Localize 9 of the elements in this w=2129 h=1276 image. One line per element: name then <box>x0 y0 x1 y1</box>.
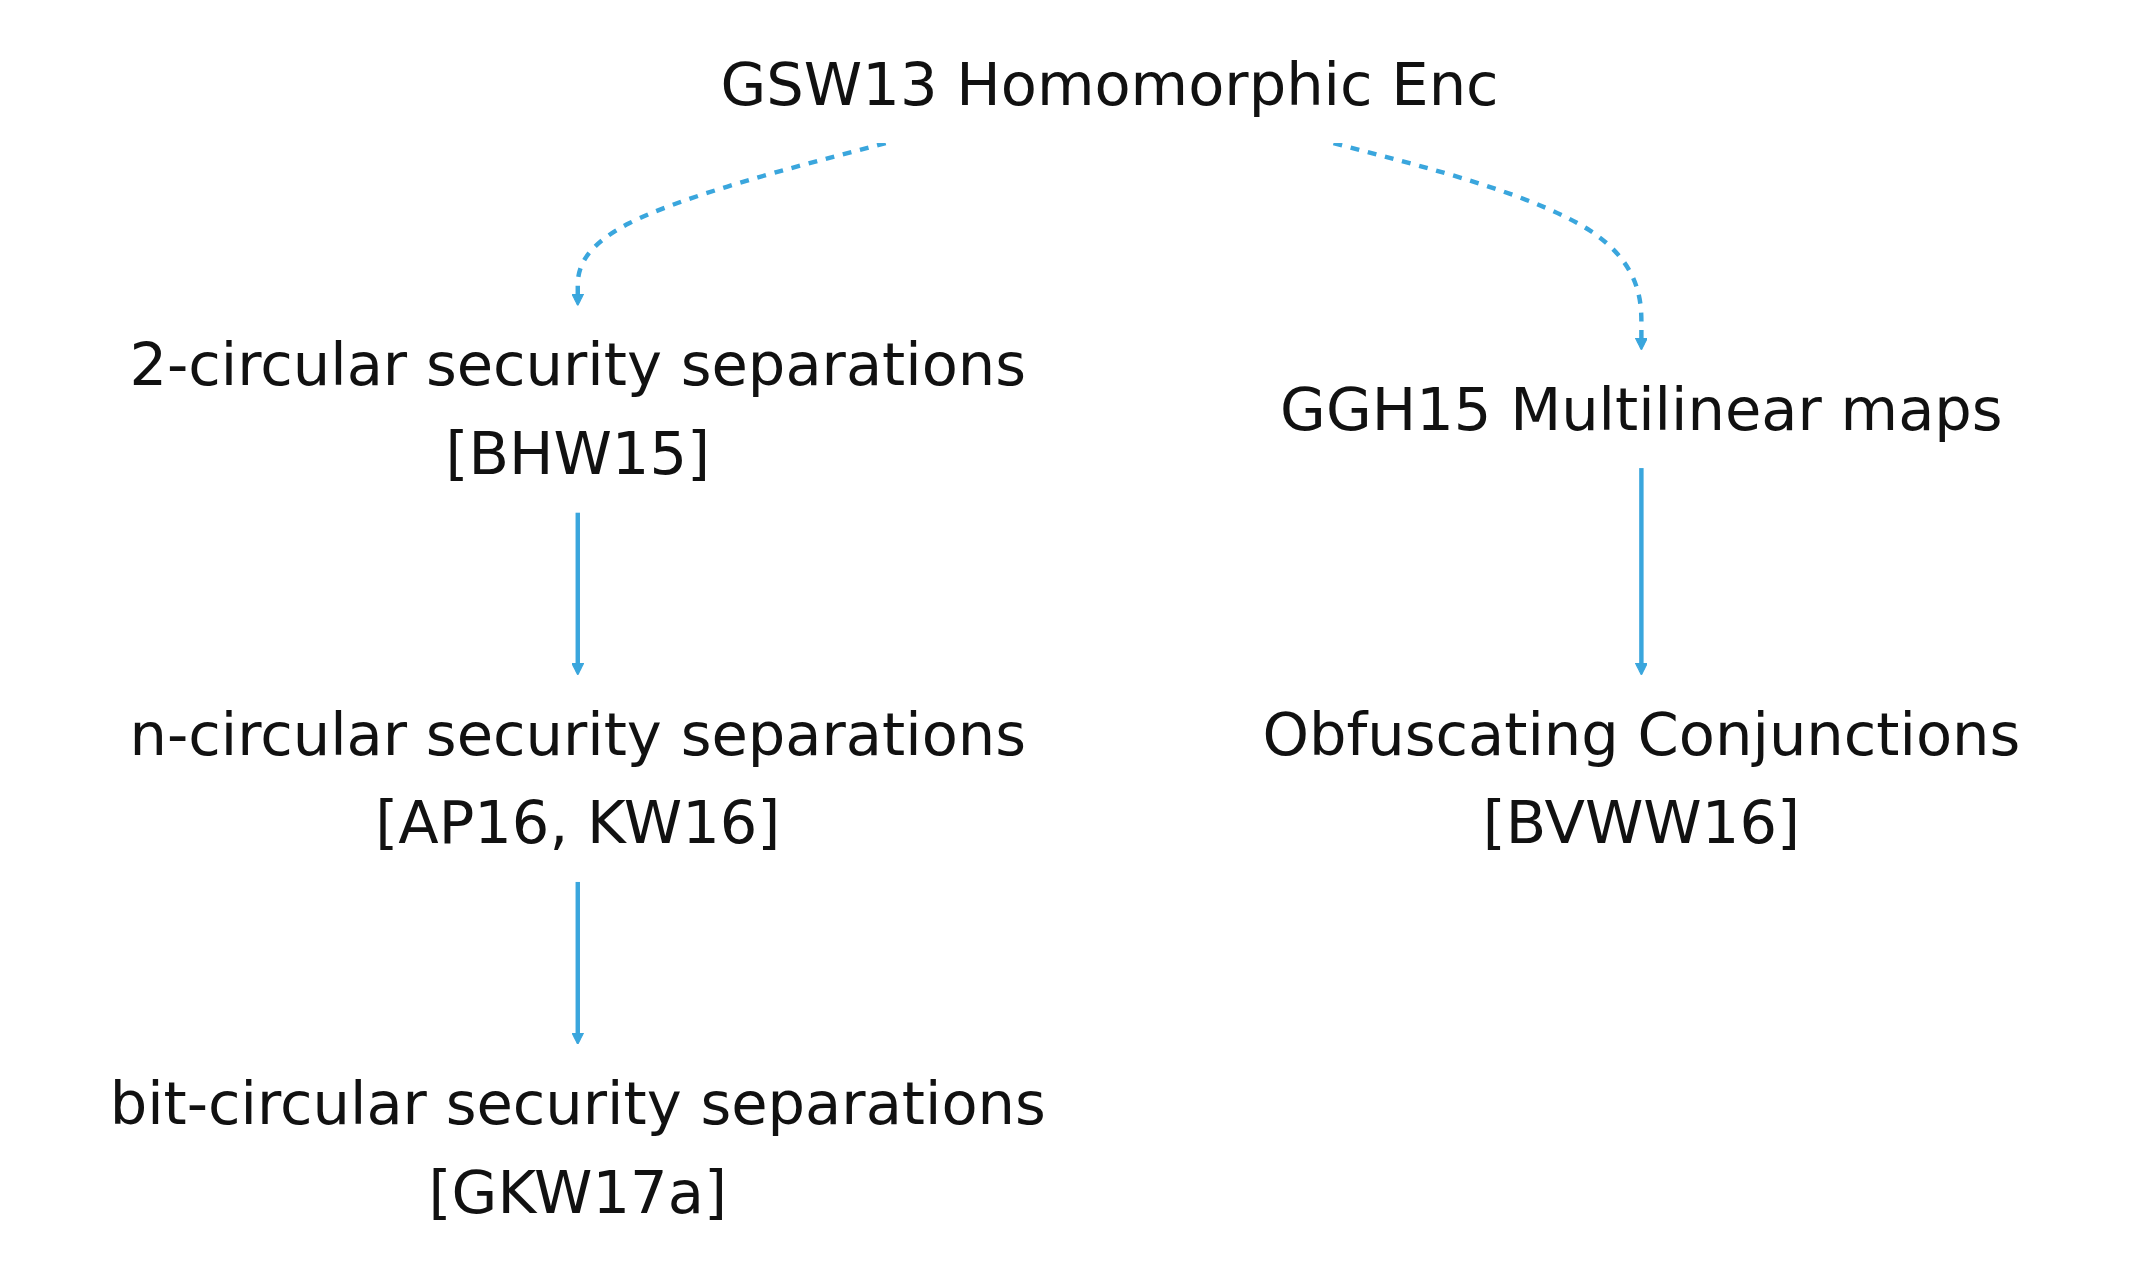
arrow <box>570 881 584 1045</box>
node-text: 2-circular security separations [BHW15] <box>128 330 1026 488</box>
arrow <box>1634 468 1648 676</box>
node-text: GGH15 Multilinear maps <box>1279 375 2003 443</box>
arrow <box>570 512 584 676</box>
node-text: n-circular security separations [AP16, KW16] <box>129 700 1026 857</box>
node-text: Obfuscating Conjunctions [BVWW16] <box>1261 700 2020 857</box>
node-text: bit-circular security separations [GKW17a] <box>109 1069 1046 1227</box>
node-text: GSW13 Homomorphic Enc <box>720 49 1499 118</box>
